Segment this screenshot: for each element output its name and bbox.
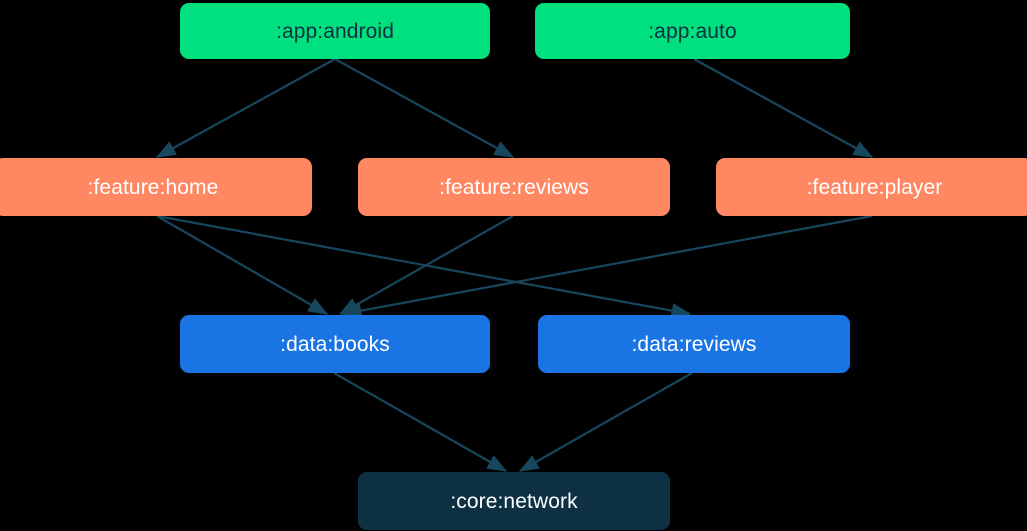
edge-app-auto-to-feature-player (693, 58, 874, 158)
node-data-reviews[interactable]: :data:reviews (538, 315, 850, 373)
edge-feature-player-to-data-books (341, 214, 873, 319)
node-label: :feature:home (87, 175, 219, 199)
edge-feature-reviews-to-data-books (338, 215, 514, 315)
edge-app-android-to-feature-home (155, 58, 336, 158)
edge-feature-home-to-data-books (156, 215, 329, 315)
node-label: :data:books (280, 332, 390, 356)
node-label: :data:reviews (631, 332, 757, 356)
node-label: :app:android (276, 19, 394, 43)
node-app-android[interactable]: :app:android (180, 3, 490, 59)
edge-data-reviews-to-core-network (518, 372, 693, 472)
edge-feature-home-to-data-reviews (156, 214, 692, 319)
edge-data-books-to-core-network (333, 372, 508, 472)
node-label: :app:auto (648, 19, 737, 43)
node-label: :core:network (450, 489, 578, 513)
node-feature-home[interactable]: :feature:home (0, 158, 312, 216)
edges-group (155, 58, 874, 472)
node-label: :feature:reviews (439, 175, 589, 199)
node-core-network[interactable]: :core:network (358, 472, 670, 530)
node-feature-player[interactable]: :feature:player (716, 158, 1027, 216)
node-data-books[interactable]: :data:books (180, 315, 490, 373)
node-feature-reviews[interactable]: :feature:reviews (358, 158, 670, 216)
edge-app-android-to-feature-reviews (334, 58, 515, 158)
node-label: :feature:player (806, 175, 943, 199)
node-app-auto[interactable]: :app:auto (535, 3, 850, 59)
